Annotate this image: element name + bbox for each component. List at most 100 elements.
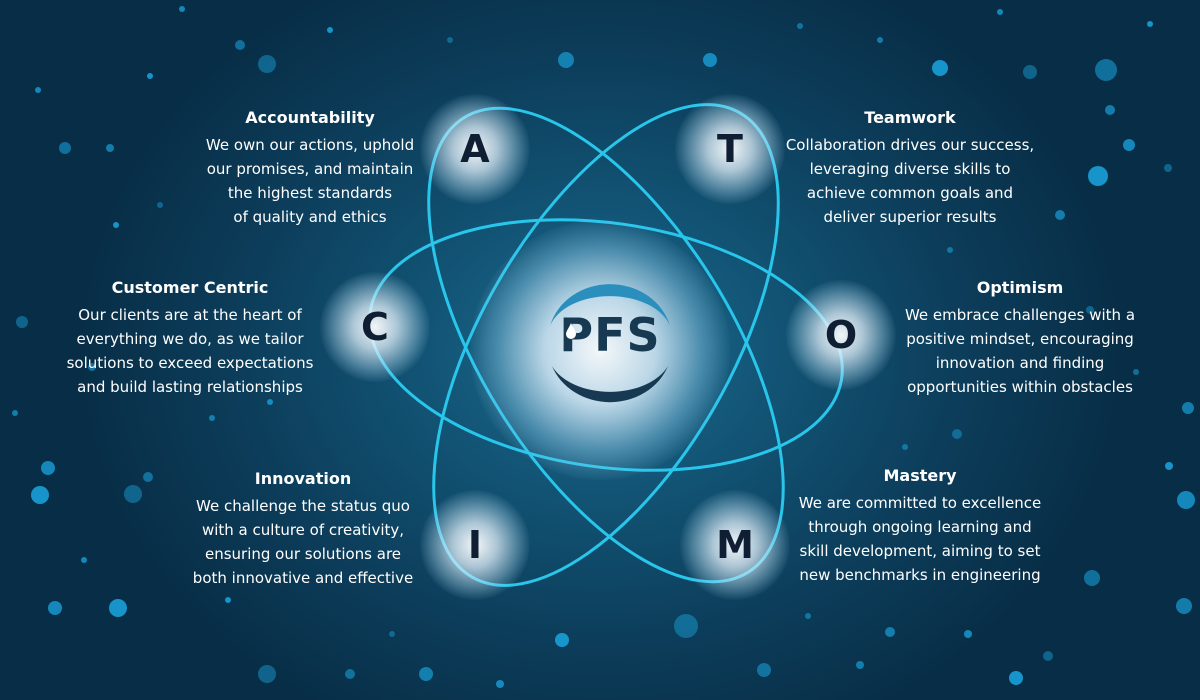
value-accountability: Accountability We own our actions, uphol… [180, 108, 440, 229]
letter-o: O [824, 313, 858, 357]
glow-i [420, 490, 530, 600]
bokeh-dot [209, 415, 215, 421]
value-mastery: Mastery We are committed to excellence t… [770, 466, 1070, 587]
bokeh-dot [1177, 491, 1195, 509]
value-description: Collaboration drives our success, levera… [785, 136, 1035, 226]
glow-t [675, 94, 785, 204]
value-innovation: Innovation We challenge the status quo w… [158, 469, 448, 590]
water-drop-icon [566, 323, 576, 339]
bokeh-dot [327, 27, 333, 33]
value-description: Our clients are at the heart of everythi… [66, 306, 314, 396]
bokeh-dot [345, 669, 355, 679]
glow-m [680, 490, 790, 600]
letter-c: C [361, 305, 389, 349]
bokeh-dot [109, 599, 127, 617]
nucleus-glow [470, 220, 730, 480]
bokeh-dot [1095, 59, 1117, 81]
bokeh-dot [225, 597, 231, 603]
bokeh-dot [124, 485, 142, 503]
bokeh-dot [674, 614, 698, 638]
bokeh-dot [1165, 462, 1173, 470]
bokeh-dot [16, 316, 28, 328]
value-title: Teamwork [864, 108, 956, 127]
value-title: Mastery [883, 466, 957, 485]
bokeh-dot [35, 87, 41, 93]
bokeh-dot [143, 472, 153, 482]
bokeh-dot [235, 40, 245, 50]
bokeh-dot [267, 399, 273, 405]
value-teamwork: Teamwork Collaboration drives our succes… [765, 108, 1055, 229]
glow-c [320, 272, 430, 382]
bokeh-dot [106, 144, 114, 152]
bokeh-dot [1176, 598, 1192, 614]
bokeh-dot [1123, 139, 1135, 151]
bokeh-dot [31, 486, 49, 504]
bokeh-dot [1009, 671, 1023, 685]
bokeh-dot [1133, 369, 1139, 375]
bokeh-dot [48, 601, 62, 615]
pfs-logo-mark [550, 284, 670, 403]
letter-a: A [460, 127, 490, 171]
bokeh-dot [59, 142, 71, 154]
value-title: Accountability [245, 108, 375, 127]
glow-a [420, 94, 530, 204]
bokeh-dot [555, 633, 569, 647]
bokeh-dot [157, 202, 163, 208]
bokeh-dot [1023, 65, 1037, 79]
bokeh-dot [1086, 306, 1094, 314]
bokeh-dot [1043, 651, 1053, 661]
value-description: We own our actions, uphold our promises,… [205, 136, 415, 226]
bokeh-dot [88, 363, 96, 371]
bokeh-dot [902, 444, 908, 450]
logo-lower-swoosh [552, 366, 668, 403]
bokeh-dot [147, 73, 153, 79]
value-description: We challenge the status quo with a cultu… [192, 497, 414, 587]
bokeh-dot [1182, 402, 1194, 414]
value-title: Innovation [254, 469, 352, 488]
glow-o [786, 280, 896, 390]
bokeh-dot [496, 680, 504, 688]
value-optimism: Optimism We embrace challenges with a po… [870, 278, 1170, 399]
bokeh-dot [797, 23, 803, 29]
bokeh-dot [1088, 166, 1108, 186]
bokeh-dot [389, 631, 395, 637]
bokeh-dot [856, 661, 864, 669]
bokeh-dot [1055, 210, 1065, 220]
bokeh-dot [885, 627, 895, 637]
bokeh-dot [805, 613, 811, 619]
value-title: Customer Centric [111, 278, 269, 297]
value-title: Optimism [976, 278, 1064, 297]
bokeh-dot [1084, 570, 1100, 586]
value-description: We embrace challenges with a positive mi… [904, 306, 1136, 396]
value-description: We are committed to excellence through o… [798, 494, 1042, 584]
bokeh-dot [419, 667, 433, 681]
bokeh-dot [1105, 105, 1115, 115]
bokeh-dot [932, 60, 948, 76]
bokeh-dot [81, 557, 87, 563]
bokeh-dot [558, 52, 574, 68]
bokeh-dot [258, 55, 276, 73]
bokeh-dot [179, 6, 185, 12]
bokeh-dot [41, 461, 55, 475]
bokeh-dot [947, 247, 953, 253]
bokeh-dot [757, 663, 771, 677]
bokeh-dot [703, 53, 717, 67]
logo-text: PFS [559, 308, 661, 362]
bokeh-dot [12, 410, 18, 416]
bokeh-dot [964, 630, 972, 638]
bokeh-dot [1164, 164, 1172, 172]
value-customer-centric: Customer Centric Our clients are at the … [40, 278, 340, 399]
bokeh-dot [997, 9, 1003, 15]
bokeh-dot [1147, 21, 1153, 27]
bokeh-dot [113, 222, 119, 228]
logo-upper-swoosh [550, 284, 670, 326]
letter-i: I [467, 523, 483, 567]
bokeh-dot [447, 37, 453, 43]
bokeh-dot [952, 429, 962, 439]
bokeh-dot [258, 665, 276, 683]
letter-m: M [716, 523, 754, 567]
bokeh-dot [877, 37, 883, 43]
letter-t: T [717, 127, 743, 171]
